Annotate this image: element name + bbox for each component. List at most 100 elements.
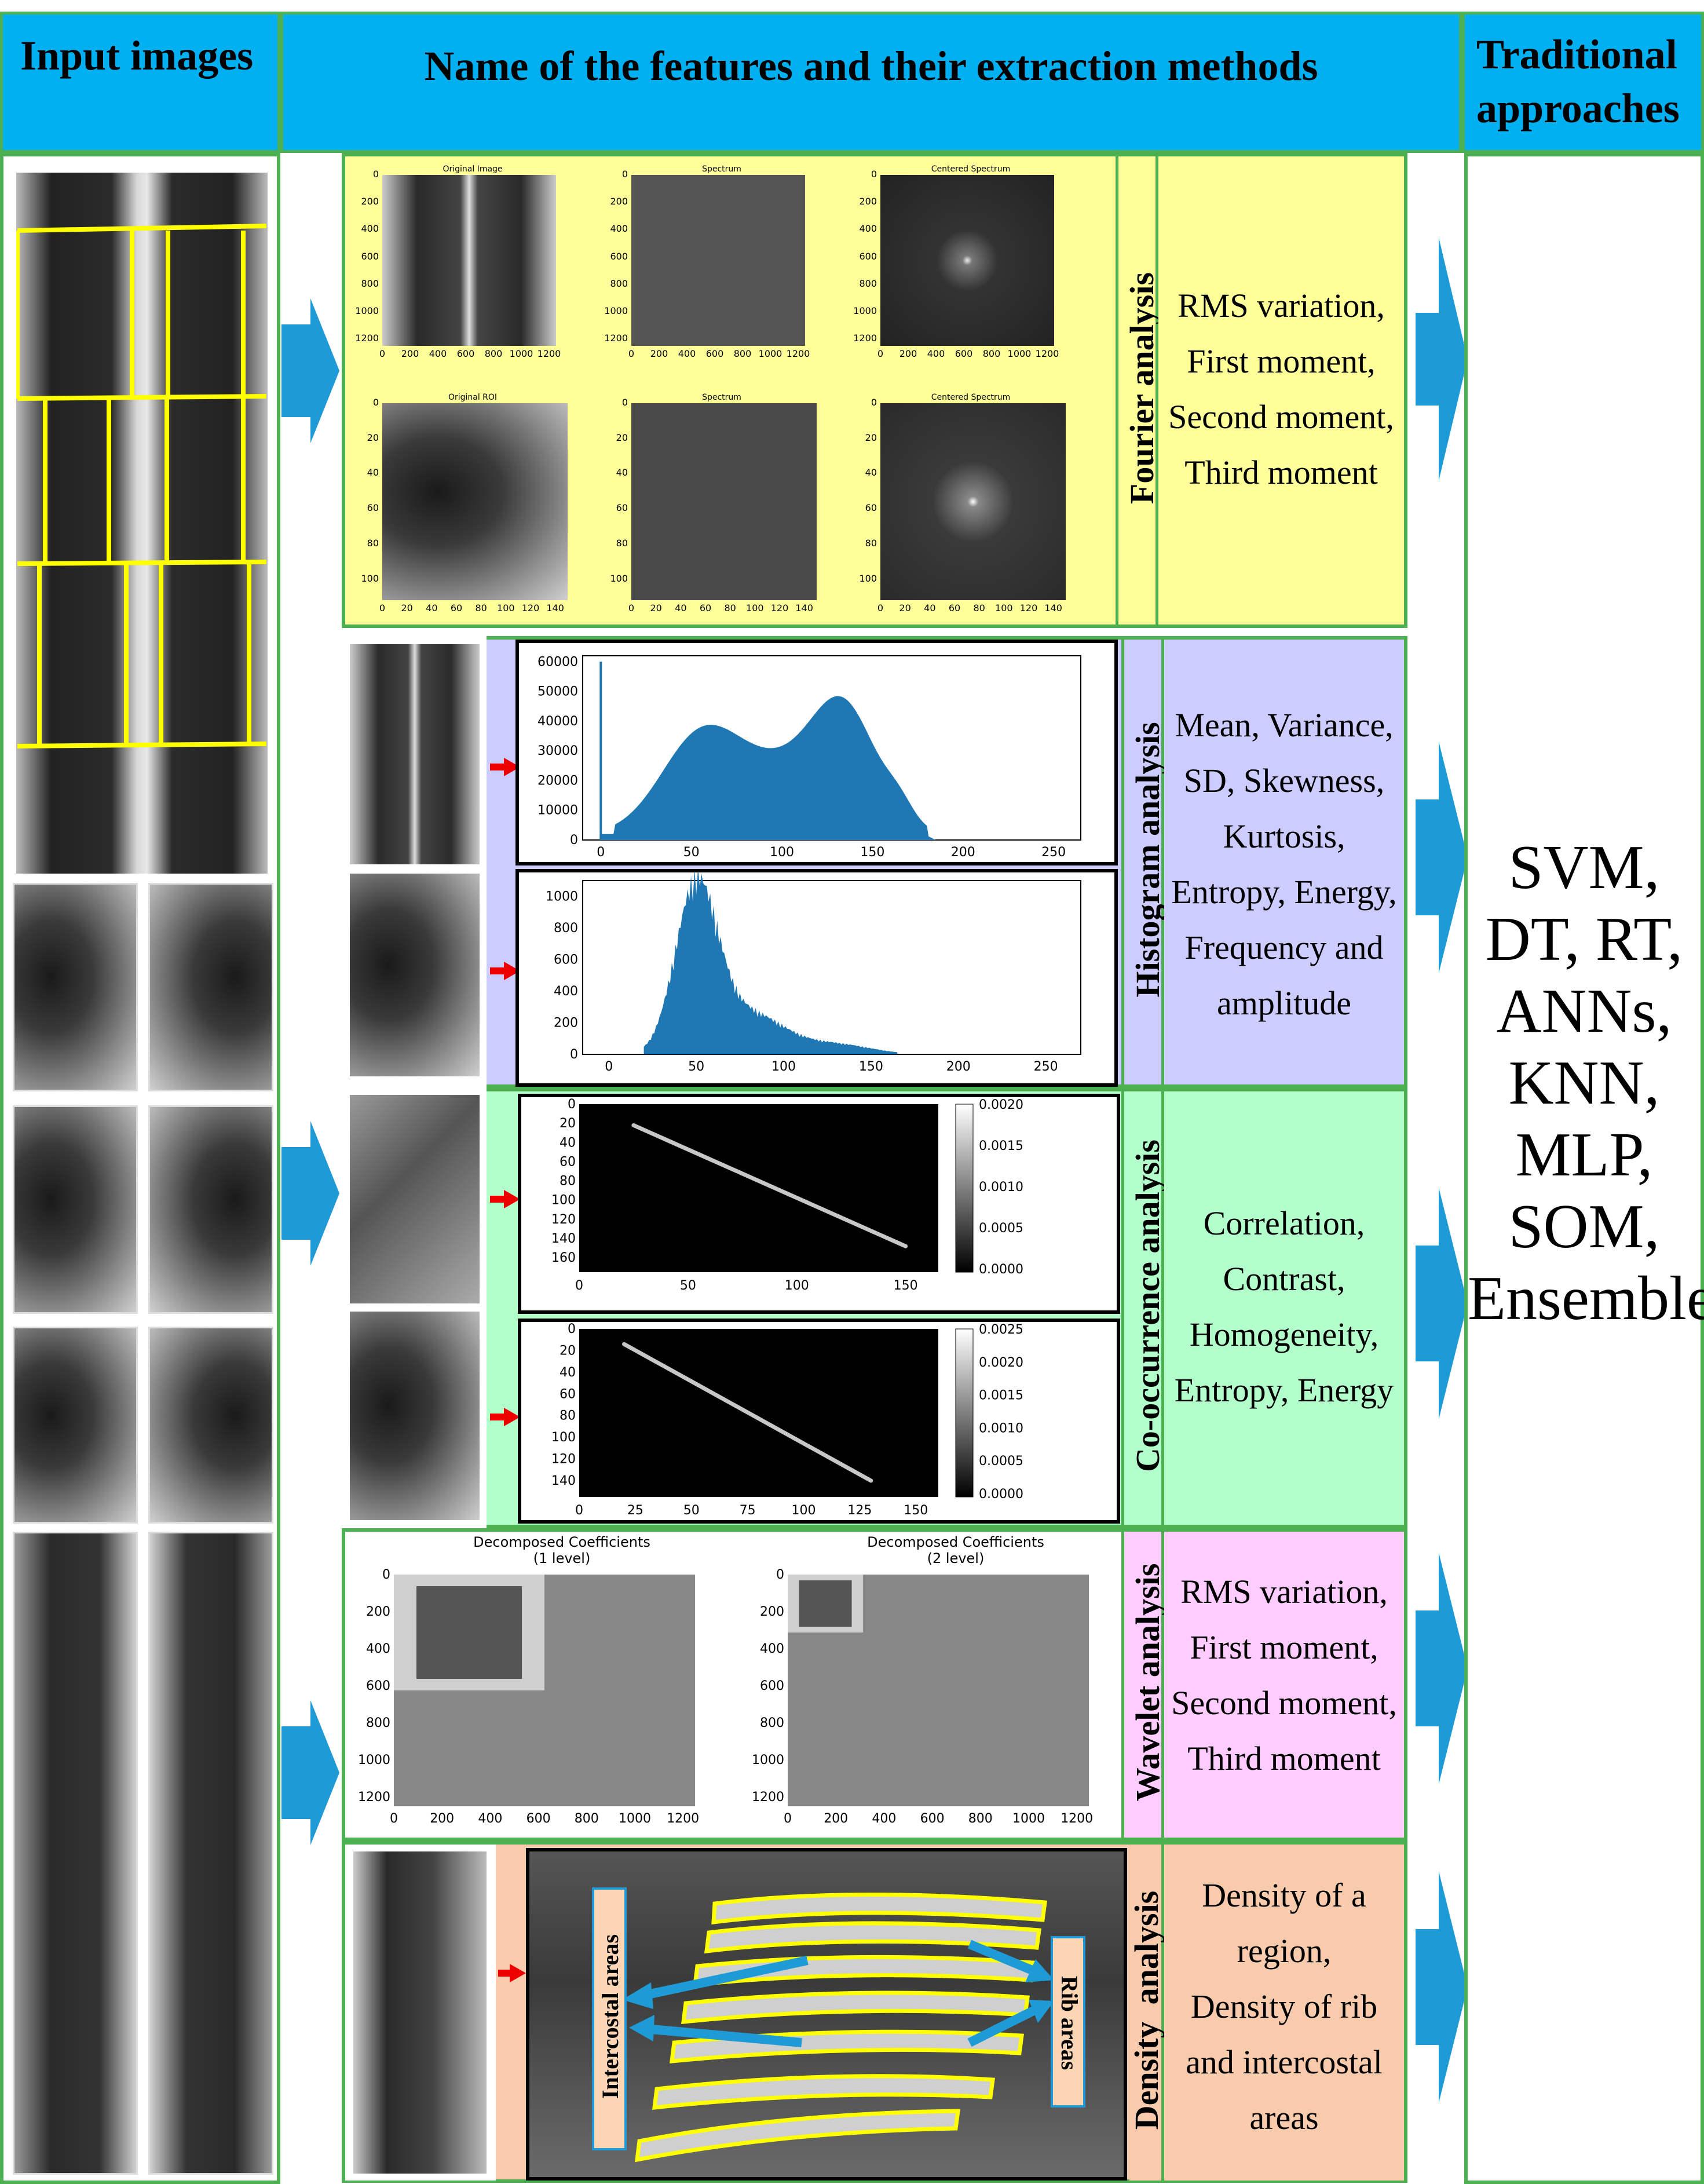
fourier-bottom-1-xtick: 20 (401, 602, 413, 613)
header-traditional-line2: approaches (1476, 85, 1680, 132)
fourier-features: RMS variation, First moment, Second mome… (1158, 156, 1404, 624)
fourier-top-1-ytick: 600 (361, 250, 379, 262)
fourier-bottom-1-xtick: 100 (497, 602, 515, 613)
fourier-top-1-ytick: 400 (361, 223, 379, 235)
fourier-bottom-3-xtick: 20 (899, 602, 911, 613)
header-features-title: Name of the features and their extractio… (424, 43, 1318, 89)
fourier-top-plot2-title: Spectrum (702, 165, 741, 174)
histogram-full-xtick: 150 (860, 845, 884, 860)
cooccurrence-1-ytick: 140 (551, 1232, 576, 1246)
wavelet-plot2-title-2: (2 level) (927, 1550, 985, 1566)
histogram-feature-6: amplitude (1217, 984, 1351, 1022)
cooccurrence-1-colorbar (955, 1104, 974, 1273)
cooccurrence-1-ytick: 40 (560, 1135, 576, 1150)
wavelet-1-ytick: 400 (366, 1642, 390, 1656)
cooccurrence-2-xtick: 150 (904, 1503, 928, 1518)
histogram-roi-ytick: 200 (554, 1016, 578, 1030)
cooccurrence-input-roi-1 (350, 1095, 480, 1303)
fourier-centered-spectrum-plot: Centered Spectrum (866, 165, 1075, 361)
fourier-bottom-2-ytick: 80 (616, 537, 628, 549)
wavelet-2-approx-lungs (799, 1580, 852, 1627)
wavelet-2-ytick: 0 (776, 1568, 784, 1582)
cooccurrence-2-xtick: 75 (740, 1503, 756, 1518)
fourier-top-1-xtick: 800 (484, 348, 503, 359)
fourier-bottom-1-xtick: 0 (379, 602, 386, 613)
cooccurrence-1-cbar-tick: 0.0000 (979, 1262, 1023, 1277)
histogram-roi-xtick: 50 (688, 1060, 704, 1074)
histogram-feature-1: Mean, Variance, (1175, 706, 1394, 744)
cooccurrence-1-xtick: 150 (894, 1279, 918, 1293)
wavelet-1-xtick: 1200 (667, 1812, 699, 1826)
cooccurrence-1-cbar-tick: 0.0005 (979, 1221, 1023, 1236)
histogram-input-full-xray (350, 644, 480, 864)
cooccurrence-1-ytick: 60 (560, 1155, 576, 1169)
histogram-roi-ytick: 1000 (546, 889, 578, 904)
wavelet-2-ytick: 1000 (752, 1753, 784, 1767)
header-features: Name of the features and their extractio… (280, 12, 1462, 153)
arrow-from-histogram-icon (1416, 742, 1468, 973)
fourier-top-3-ytick: 800 (859, 277, 877, 289)
fourier-bottom-1-xtick: 80 (475, 602, 487, 613)
histogram-full-xtick: 50 (683, 845, 700, 860)
wavelet-1-xtick: 400 (478, 1812, 502, 1826)
fourier-bottom-2-xtick: 60 (699, 602, 712, 613)
arrow-to-fourier-icon (281, 298, 339, 443)
fourier-top-1-ytick: 0 (372, 169, 379, 180)
density-feature-4: and intercostal (1186, 2043, 1383, 2081)
fourier-spectrum-plot: Spectrum (617, 165, 826, 361)
fourier-top-2-ytick: 800 (610, 277, 628, 289)
density-features: Density of a region, Density of rib and … (1164, 1845, 1404, 2181)
cooccurrence-1-xtick: 50 (680, 1279, 696, 1293)
arrow-from-cooccurrence-icon (1416, 1188, 1468, 1419)
wavelet-1-xtick: 1000 (619, 1812, 651, 1826)
histogram-full-xtick: 250 (1041, 845, 1066, 860)
fourier-feature-1: RMS variation, (1178, 287, 1385, 324)
cooccurrence-2-ytick: 40 (560, 1365, 576, 1380)
fourier-top-1-ytick: 200 (361, 196, 379, 207)
histogram-full-xtick: 0 (597, 845, 605, 860)
density-feature-3: Density of rib (1190, 1988, 1378, 2025)
fourier-top-1-xtick: 400 (429, 348, 447, 359)
density-input-xray (353, 1851, 487, 2174)
cooccurrence-2-ytick: 120 (551, 1452, 576, 1467)
fourier-top-1-xtick: 0 (379, 348, 386, 359)
fourier-bottom-3-xtick: 120 (1019, 602, 1038, 613)
wavelet-1-ytick: 1000 (358, 1753, 390, 1767)
roi-thumbnail-3 (13, 1105, 138, 1314)
roi-lung-left (13, 1532, 138, 2175)
fourier-top-2-ytick: 400 (610, 223, 628, 235)
input-chest-xray-grid (16, 173, 268, 874)
fourier-top-plot3-title: Centered Spectrum (931, 165, 1011, 174)
wavelet-2-xtick: 1000 (1012, 1812, 1045, 1826)
histogram-red-arrow-2-shaft (490, 967, 505, 974)
wavelet-label: Wavelet analysis (1129, 1563, 1167, 1802)
method-3: ANNs, (1496, 977, 1672, 1046)
histogram-full-ytick: 60000 (537, 655, 578, 669)
fourier-top-3-xtick: 200 (899, 348, 917, 359)
fourier-bottom-plot3-title: Centered Spectrum (931, 393, 1011, 402)
histogram-full-bars (601, 696, 936, 840)
wavelet-2-xtick: 1200 (1061, 1812, 1093, 1826)
histogram-full-spike (599, 662, 602, 840)
cooccurrence-2-xtick: 125 (847, 1503, 872, 1518)
fourier-top-1-xtick: 1000 (509, 348, 533, 359)
fourier-top-2-ytick: 0 (621, 169, 628, 180)
rib-4 (681, 1991, 1030, 2024)
histogram-full-ytick: 10000 (537, 804, 578, 818)
cooccurrence-2-ytick: 100 (551, 1430, 576, 1445)
histogram-roi-xtick: 200 (946, 1060, 971, 1074)
intercostal-label-box: Intercostal areas (592, 1887, 627, 2150)
histogram-roi-ytick: 0 (570, 1047, 578, 1062)
density-feature-5: areas (1249, 2099, 1319, 2136)
method-4: KNN, (1508, 1049, 1660, 1117)
fourier-top-2-xtick: 400 (678, 348, 696, 359)
fourier-bottom-3-ytick: 40 (865, 467, 877, 479)
wavelet-2-ytick: 1200 (752, 1790, 784, 1805)
fourier-roi-spectrum-plot: Spectrum (617, 393, 826, 619)
density-feature-2: region, (1237, 1932, 1332, 1970)
histogram-features: Mean, Variance, SD, Skewness, Kurtosis, … (1164, 640, 1404, 1084)
